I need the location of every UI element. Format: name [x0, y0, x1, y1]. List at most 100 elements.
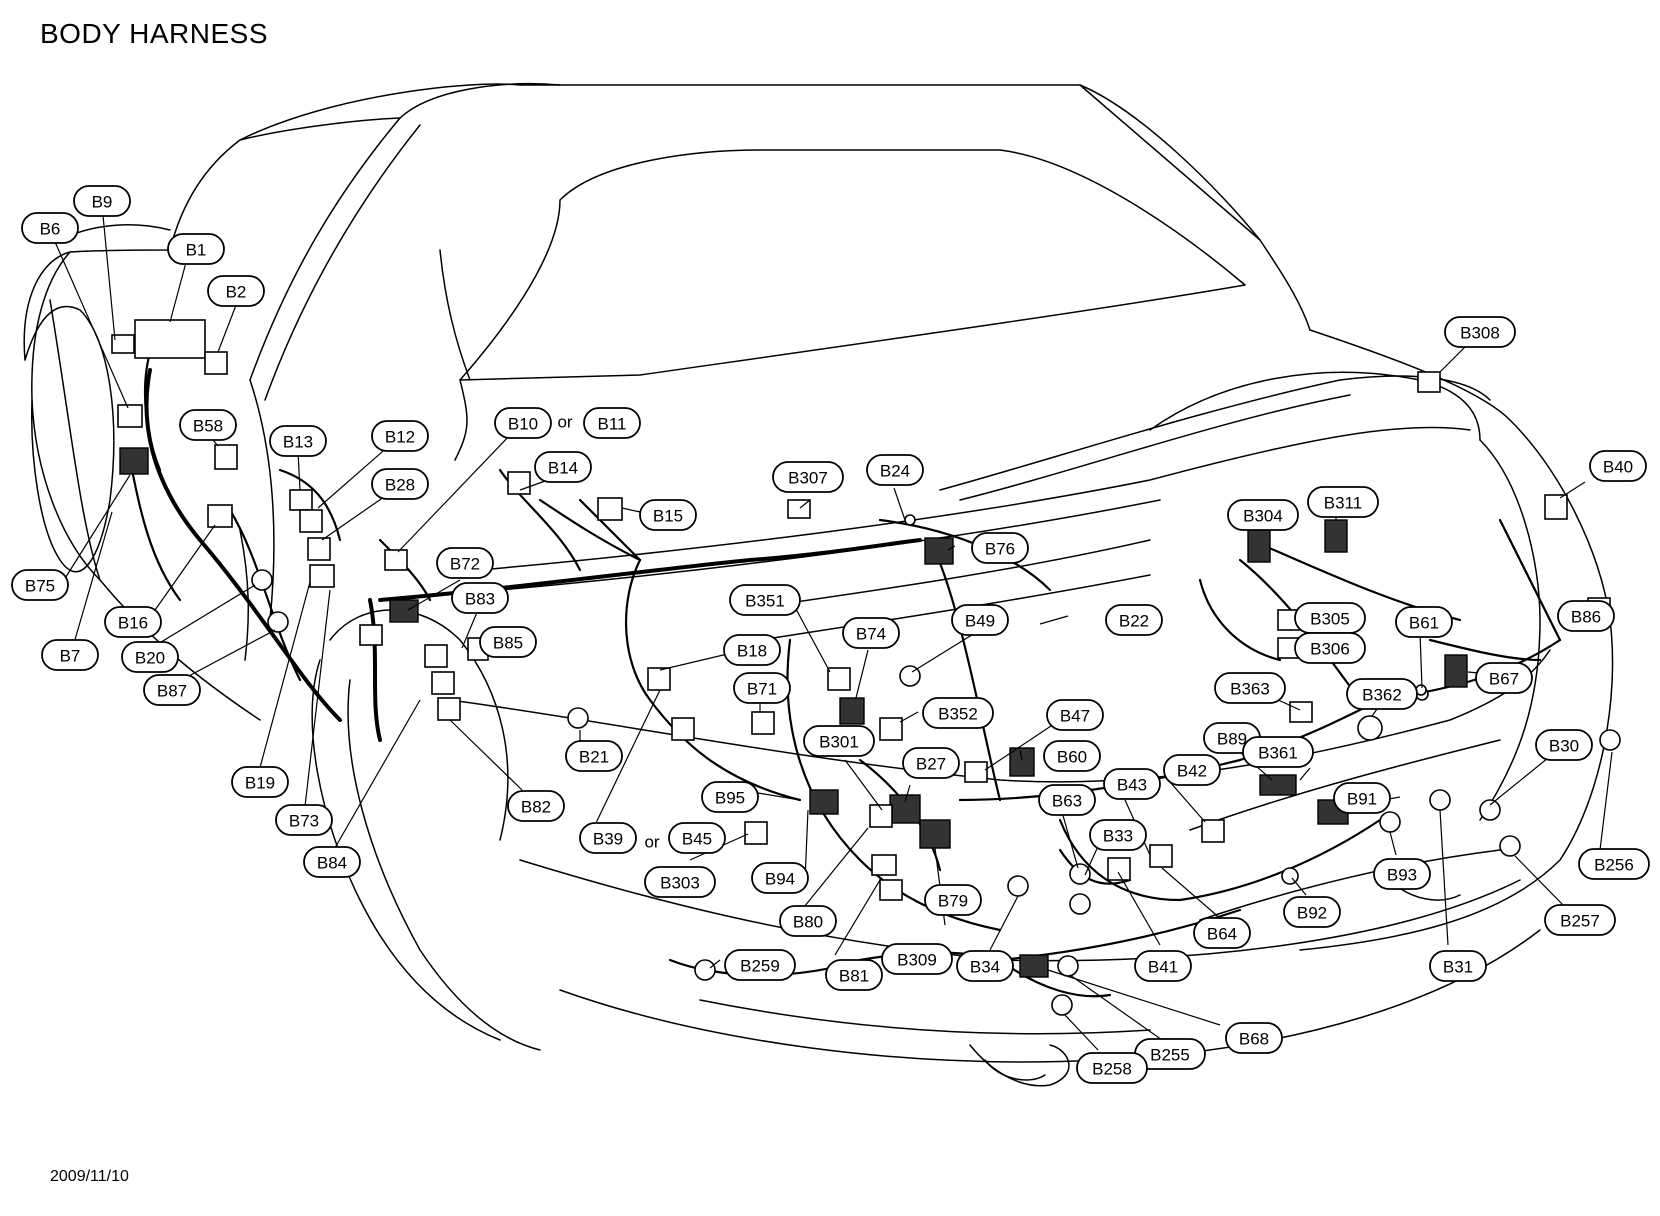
connector-icon [424, 644, 448, 668]
connector-label-text: B15 [653, 507, 683, 526]
connector-label-b351: B351 [729, 584, 801, 616]
connector-icon [111, 334, 135, 354]
connector-label-b30: B30 [1535, 729, 1593, 761]
connector-label-outline [1134, 950, 1192, 982]
connector-icon [1599, 729, 1621, 751]
connector-label-outline [479, 626, 537, 658]
connector-label-text: B82 [521, 798, 551, 817]
connector-label-b34: B34 [956, 950, 1014, 982]
connector-label-text: B89 [1217, 730, 1247, 749]
connector-label-text: B306 [1310, 640, 1350, 659]
connector-label-text: B67 [1489, 670, 1519, 689]
connector-icon [1429, 789, 1451, 811]
connector-label-outline [724, 949, 796, 981]
connector-label-outline [11, 569, 69, 601]
connector-label-b9: B9 [73, 185, 131, 217]
date-stamp: 2009/11/10 [50, 1168, 129, 1185]
connector-label-b6: B6 [21, 212, 79, 244]
connector-label-outline [73, 185, 131, 217]
connector-label-b81: B81 [825, 959, 883, 991]
connector-label-outline [924, 884, 982, 916]
connector-label-outline [1163, 754, 1221, 786]
connector-label-text: B21 [579, 748, 609, 767]
connector-icon [1379, 811, 1401, 833]
connector-label-b80: B80 [779, 905, 837, 937]
connector-label-text: B71 [747, 680, 777, 699]
or-text-b10-b11: or [557, 413, 572, 432]
connector-label-text: B16 [118, 614, 148, 633]
connector-label-b1: B1 [167, 233, 225, 265]
connector-label-b15: B15 [639, 499, 697, 531]
connector-label-outline [579, 822, 637, 854]
connector-label-b42: B42 [1163, 754, 1221, 786]
connector-label-outline [779, 905, 837, 937]
connector-label-b352: B352 [922, 697, 994, 729]
connector-label-text: B362 [1362, 686, 1402, 705]
connector-label-outline [803, 725, 875, 757]
connector-label-outline [881, 943, 953, 975]
connector-label-b41: B41 [1134, 950, 1192, 982]
connector-icon [809, 789, 839, 815]
connector-label-text: B80 [793, 913, 823, 932]
connector-label-b19: B19 [231, 766, 289, 798]
connector-label-b28: B28 [371, 468, 429, 500]
connector-label-text: B58 [193, 417, 223, 436]
connector-label-text: B7 [60, 647, 81, 666]
connector-label-outline [639, 499, 697, 531]
connector-label-outline [507, 790, 565, 822]
junction-block-icon [134, 319, 206, 359]
connector-label-outline [1373, 858, 1431, 890]
connector-icon [919, 819, 951, 849]
connector-label-b64: B64 [1193, 917, 1251, 949]
connector-label-text: B75 [25, 577, 55, 596]
connector-label-b68: B68 [1225, 1022, 1283, 1054]
connector-label-outline [1038, 784, 1096, 816]
connector-label-outline [167, 233, 225, 265]
connector-label-text: B18 [737, 642, 767, 661]
connector-label-outline [1475, 662, 1533, 694]
connector-label-b305: B305 [1294, 602, 1366, 634]
connector-label-text: B95 [715, 789, 745, 808]
connector-icons [111, 319, 1621, 1016]
connector-label-text: B12 [385, 428, 415, 447]
connector-label-b63: B63 [1038, 784, 1096, 816]
connector-label-text: B92 [1297, 904, 1327, 923]
connector-icon [899, 665, 921, 687]
connector-icon [1357, 715, 1383, 741]
connector-label-outline [143, 674, 201, 706]
connector-label-text: B64 [1207, 925, 1237, 944]
connector-label-text: B30 [1549, 737, 1579, 756]
connector-label-b309: B309 [881, 943, 953, 975]
connector-label-b87: B87 [143, 674, 201, 706]
connector-label-outline [1103, 768, 1161, 800]
connector-label-text: B301 [819, 733, 859, 752]
connector-label-text: B61 [1409, 614, 1439, 633]
connector-label-text: B257 [1560, 912, 1600, 931]
connector-icon [1149, 844, 1173, 868]
connector-label-text: B258 [1092, 1060, 1132, 1079]
connector-icon [1051, 994, 1073, 1016]
connector-label-b73: B73 [275, 804, 333, 836]
connector-label-outline [1333, 782, 1391, 814]
connector-label-text: B83 [465, 590, 495, 609]
connector-label-b304: B304 [1227, 499, 1299, 531]
connector-label-text: B309 [897, 951, 937, 970]
connector-icon [204, 351, 228, 375]
connector-label-outline [1444, 316, 1516, 348]
connector-label-text: B22 [1119, 612, 1149, 631]
connector-label-outline [1429, 950, 1487, 982]
connector-label-text: B14 [548, 459, 578, 478]
connector-icon [1069, 863, 1091, 885]
connector-label-text: B72 [450, 555, 480, 574]
connector-icon [871, 854, 897, 876]
connector-label-b45: B45 [668, 822, 726, 854]
connector-label-text: B68 [1239, 1030, 1269, 1049]
connector-label-text: B63 [1052, 792, 1082, 811]
connector-icon [389, 599, 419, 623]
connector-label-text: B304 [1243, 507, 1283, 526]
connector-icon [119, 447, 149, 475]
connector-label-outline [825, 959, 883, 991]
connector-icon [1289, 701, 1313, 723]
connector-label-outline [451, 582, 509, 614]
